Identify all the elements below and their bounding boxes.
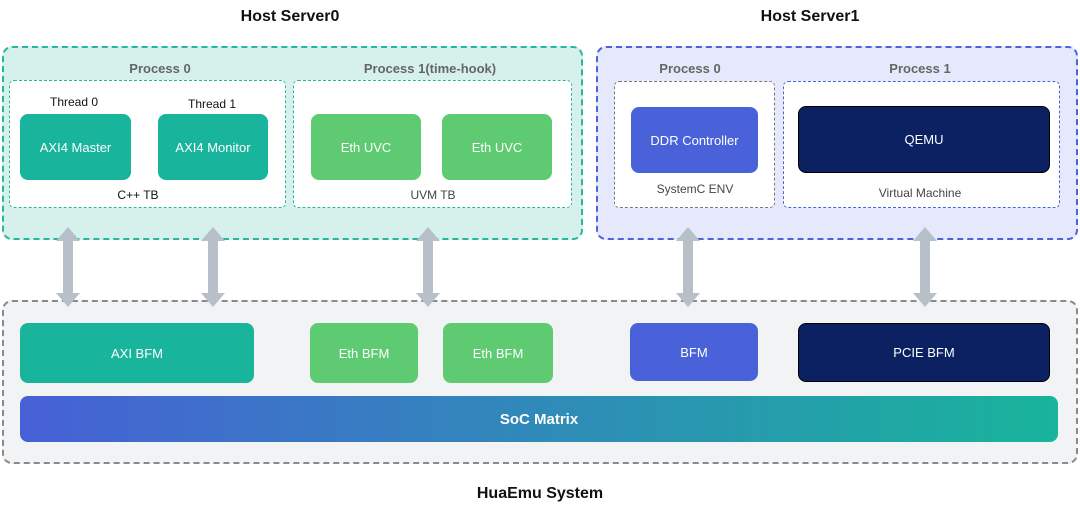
eth-bfm-block-1: Eth BFM	[310, 323, 418, 383]
eth-bfm-block-2: Eth BFM	[443, 323, 553, 383]
virtual-machine-caption: Virtual Machine	[878, 186, 962, 200]
axi4-master-block: AXI4 Master	[20, 114, 131, 180]
uvm-tb-caption: UVM TB	[410, 188, 456, 202]
thread1-label: Thread 1	[187, 97, 237, 111]
arrow-ddr	[676, 227, 700, 307]
ddr-controller-block: DDR Controller	[631, 107, 758, 173]
host1-process0-title: Process 0	[659, 61, 721, 76]
host1-process1-title: Process 1	[889, 61, 951, 76]
soc-matrix-block: SoC Matrix	[20, 396, 1058, 442]
process1-title: Process 1(time-hook)	[363, 61, 497, 76]
bfm-block: BFM	[630, 323, 758, 381]
huaemu-system-title: HuaEmu System	[476, 485, 604, 502]
process0-title: Process 0	[129, 61, 191, 76]
thread0-label: Thread 0	[49, 95, 99, 109]
pcie-bfm-block: PCIE BFM	[798, 323, 1050, 382]
arrow-eth	[416, 227, 440, 307]
axi-bfm-block: AXI BFM	[20, 323, 254, 383]
qemu-block: QEMU	[798, 106, 1050, 173]
host-server1-title: Host Server1	[760, 8, 860, 25]
host-server0-title: Host Server0	[240, 8, 340, 25]
axi4-monitor-block: AXI4 Monitor	[158, 114, 268, 180]
cpp-tb-caption: C++ TB	[117, 188, 159, 202]
eth-uvc-block-2: Eth UVC	[442, 114, 552, 180]
systemc-env-caption: SystemC ENV	[656, 182, 734, 196]
arrow-axi-monitor	[201, 227, 225, 307]
arrow-axi-master	[56, 227, 80, 307]
arrow-qemu	[913, 227, 937, 307]
eth-uvc-block-1: Eth UVC	[311, 114, 421, 180]
